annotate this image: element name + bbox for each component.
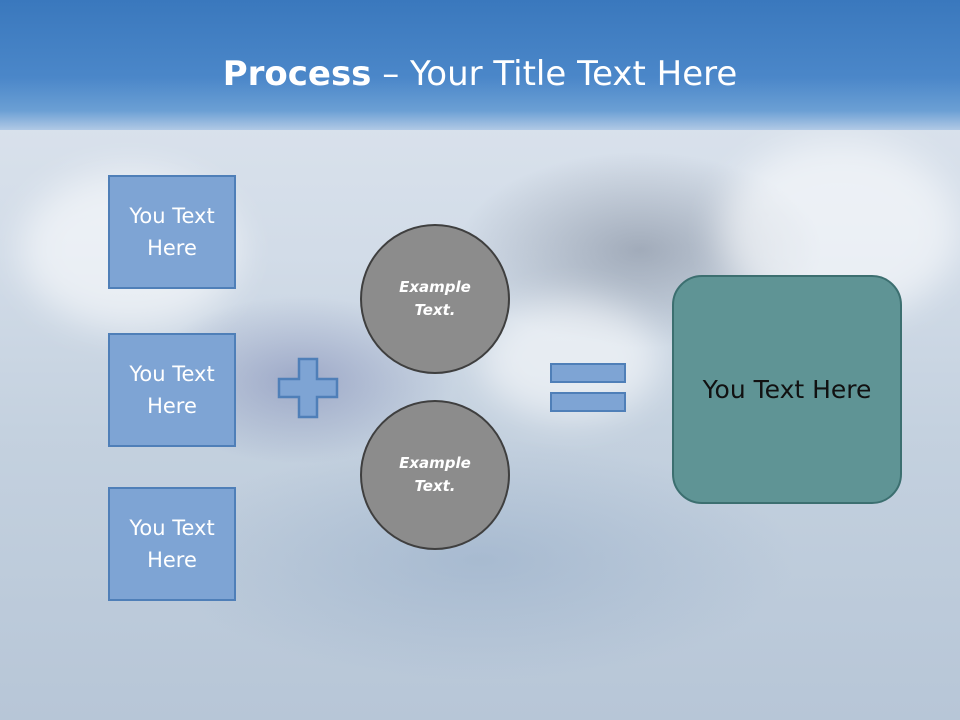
circle-1-line1: Example xyxy=(399,278,471,296)
equals-bar-top xyxy=(550,363,626,383)
text-box-3-line1: You Text xyxy=(129,516,215,540)
text-box-2-line1: You Text xyxy=(129,362,215,386)
example-circle-2[interactable]: Example Text. xyxy=(360,400,510,550)
circle-2-line2: Text. xyxy=(414,477,456,495)
title-bold: Process xyxy=(222,54,372,94)
text-box-1-line1: You Text xyxy=(129,204,215,228)
result-box[interactable]: You Text Here xyxy=(672,275,902,504)
example-circle-1[interactable]: Example Text. xyxy=(360,224,510,374)
slide-title: Process – Your Title Text Here xyxy=(0,52,960,96)
text-box-2[interactable]: You Text Here xyxy=(108,333,236,447)
title-bar: Process – Your Title Text Here xyxy=(0,0,960,130)
text-box-2-line2: Here xyxy=(147,394,197,418)
text-box-3[interactable]: You Text Here xyxy=(108,487,236,601)
text-box-1[interactable]: You Text Here xyxy=(108,175,236,289)
title-rest: – Your Title Text Here xyxy=(371,54,738,94)
circle-1-line2: Text. xyxy=(414,301,456,319)
plus-icon xyxy=(277,357,339,419)
result-box-label: You Text Here xyxy=(702,374,872,404)
equals-bar-bottom xyxy=(550,392,626,412)
text-box-1-line2: Here xyxy=(147,236,197,260)
text-box-3-line2: Here xyxy=(147,548,197,572)
circle-2-line1: Example xyxy=(399,454,471,472)
